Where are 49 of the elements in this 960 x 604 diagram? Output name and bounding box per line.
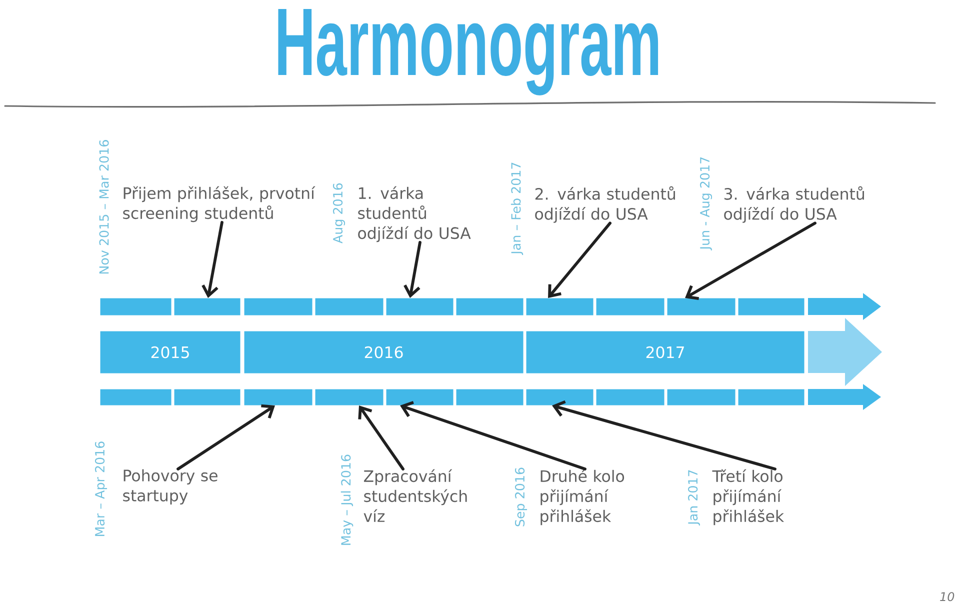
event-label: Třetí kolo přijímání přihlášek bbox=[712, 469, 784, 526]
timeline-segment bbox=[315, 298, 384, 316]
event-label: 3. várka studentů odjíždí do USA bbox=[724, 186, 864, 223]
event-label: Přijem přihlášek, prvotní screening studentů bbox=[123, 186, 316, 222]
event-label: 2. várka studentů odjíždí do USA bbox=[535, 186, 675, 223]
leader-arrow bbox=[552, 400, 776, 470]
timeline-segment bbox=[174, 298, 240, 316]
leader-arrow bbox=[404, 240, 422, 298]
date-label: Mar – Apr 2016 bbox=[94, 442, 108, 536]
timeline-segment bbox=[738, 298, 804, 316]
event-label: Druhé kolo přijímání přihlášek bbox=[540, 469, 624, 526]
date-label: Jun - Aug 2017 bbox=[700, 157, 712, 250]
timeline-segment bbox=[386, 298, 454, 316]
timeline-segment bbox=[526, 389, 594, 406]
date-label: Jan – Feb 2017 bbox=[510, 162, 524, 255]
date-label: Nov 2015 – Mar 2016 bbox=[99, 140, 109, 274]
event-label: Zpracování studentských víz bbox=[364, 469, 467, 522]
timeline-segment bbox=[244, 389, 312, 406]
timeline-segment bbox=[315, 389, 384, 406]
title: Harmonogram bbox=[278, 8, 658, 96]
year-segment: 2015 bbox=[100, 331, 240, 374]
timeline-segment bbox=[456, 298, 524, 316]
timeline-segment bbox=[100, 389, 172, 406]
leader-arrow bbox=[548, 222, 612, 298]
timeline-segment bbox=[244, 298, 312, 316]
timeline-segment bbox=[174, 389, 240, 406]
leader-arrow bbox=[400, 401, 586, 470]
timeline-segment bbox=[456, 389, 524, 406]
date-label: Aug 2016 bbox=[332, 183, 346, 244]
date-label: Sep 2016 bbox=[514, 468, 528, 526]
event-label: 1. várka studentů odjíždí do USA bbox=[358, 186, 471, 242]
event-label: Pohovory se startupy bbox=[123, 469, 218, 504]
timeline-segment bbox=[738, 389, 804, 406]
year-segment: 2017 bbox=[526, 331, 804, 374]
page-number: 10 bbox=[940, 592, 954, 602]
leader-arrow bbox=[685, 222, 816, 300]
timeline-segment bbox=[100, 298, 172, 316]
date-label: May – Jul 2016 bbox=[340, 454, 354, 545]
timeline-segment bbox=[667, 389, 736, 406]
leader-arrow bbox=[202, 220, 224, 298]
timeline-segment bbox=[596, 298, 664, 316]
date-label: Jan 2017 bbox=[688, 470, 700, 526]
leader-arrow bbox=[358, 406, 404, 470]
year-segment: 2016 bbox=[244, 331, 524, 374]
timeline-segment bbox=[667, 298, 736, 316]
leader-arrow bbox=[176, 404, 275, 470]
timeline-segment bbox=[526, 298, 594, 316]
timeline-segment bbox=[596, 389, 664, 406]
timeline-segment bbox=[386, 389, 454, 406]
